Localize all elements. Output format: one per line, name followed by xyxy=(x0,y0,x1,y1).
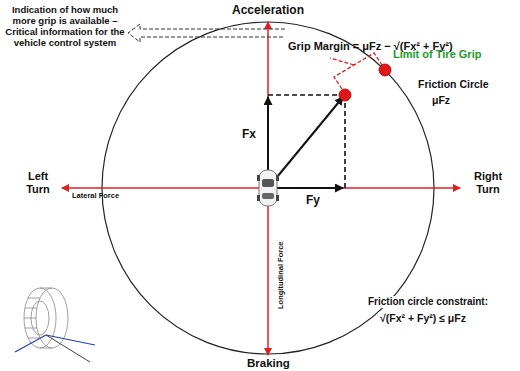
limit-label: Limit of Tire Grip xyxy=(393,48,481,61)
force-label: Fx xyxy=(242,128,256,142)
dashed-projection xyxy=(268,94,345,96)
note-text: Indication of how much more grip is avai… xyxy=(4,5,126,49)
force-point xyxy=(339,89,351,101)
circle-label: μFz xyxy=(432,94,450,106)
indication-arrow xyxy=(128,24,285,42)
right-axis xyxy=(268,187,460,189)
grip-margin-bracket xyxy=(334,53,382,89)
axis-label: Right Turn xyxy=(466,170,510,195)
acceleration-axis xyxy=(267,22,269,188)
left-axis xyxy=(62,187,268,189)
axis-label: Longitudinal Force xyxy=(277,240,286,310)
resultant-vector xyxy=(268,97,343,188)
fy-vector xyxy=(268,187,343,189)
circle-label: Friction Circle xyxy=(418,78,489,90)
axis-label: Acceleration xyxy=(232,4,304,18)
force-label: Fy xyxy=(306,194,320,208)
braking-axis xyxy=(267,188,269,355)
axis-label: Lateral Force xyxy=(72,192,119,201)
car-icon xyxy=(257,170,279,206)
dashed-projection xyxy=(344,95,346,188)
axis-label: Left Turn xyxy=(16,170,60,195)
grip-limit-point xyxy=(379,64,391,76)
axis-label: Braking xyxy=(247,357,290,370)
constraint-label: Friction circle constraint: xyxy=(366,296,490,308)
tire-sketch xyxy=(15,288,95,362)
grip-margin-leader xyxy=(330,58,354,65)
formula-label: √(Fx² + Fy²) ≤ μFz xyxy=(378,312,468,324)
